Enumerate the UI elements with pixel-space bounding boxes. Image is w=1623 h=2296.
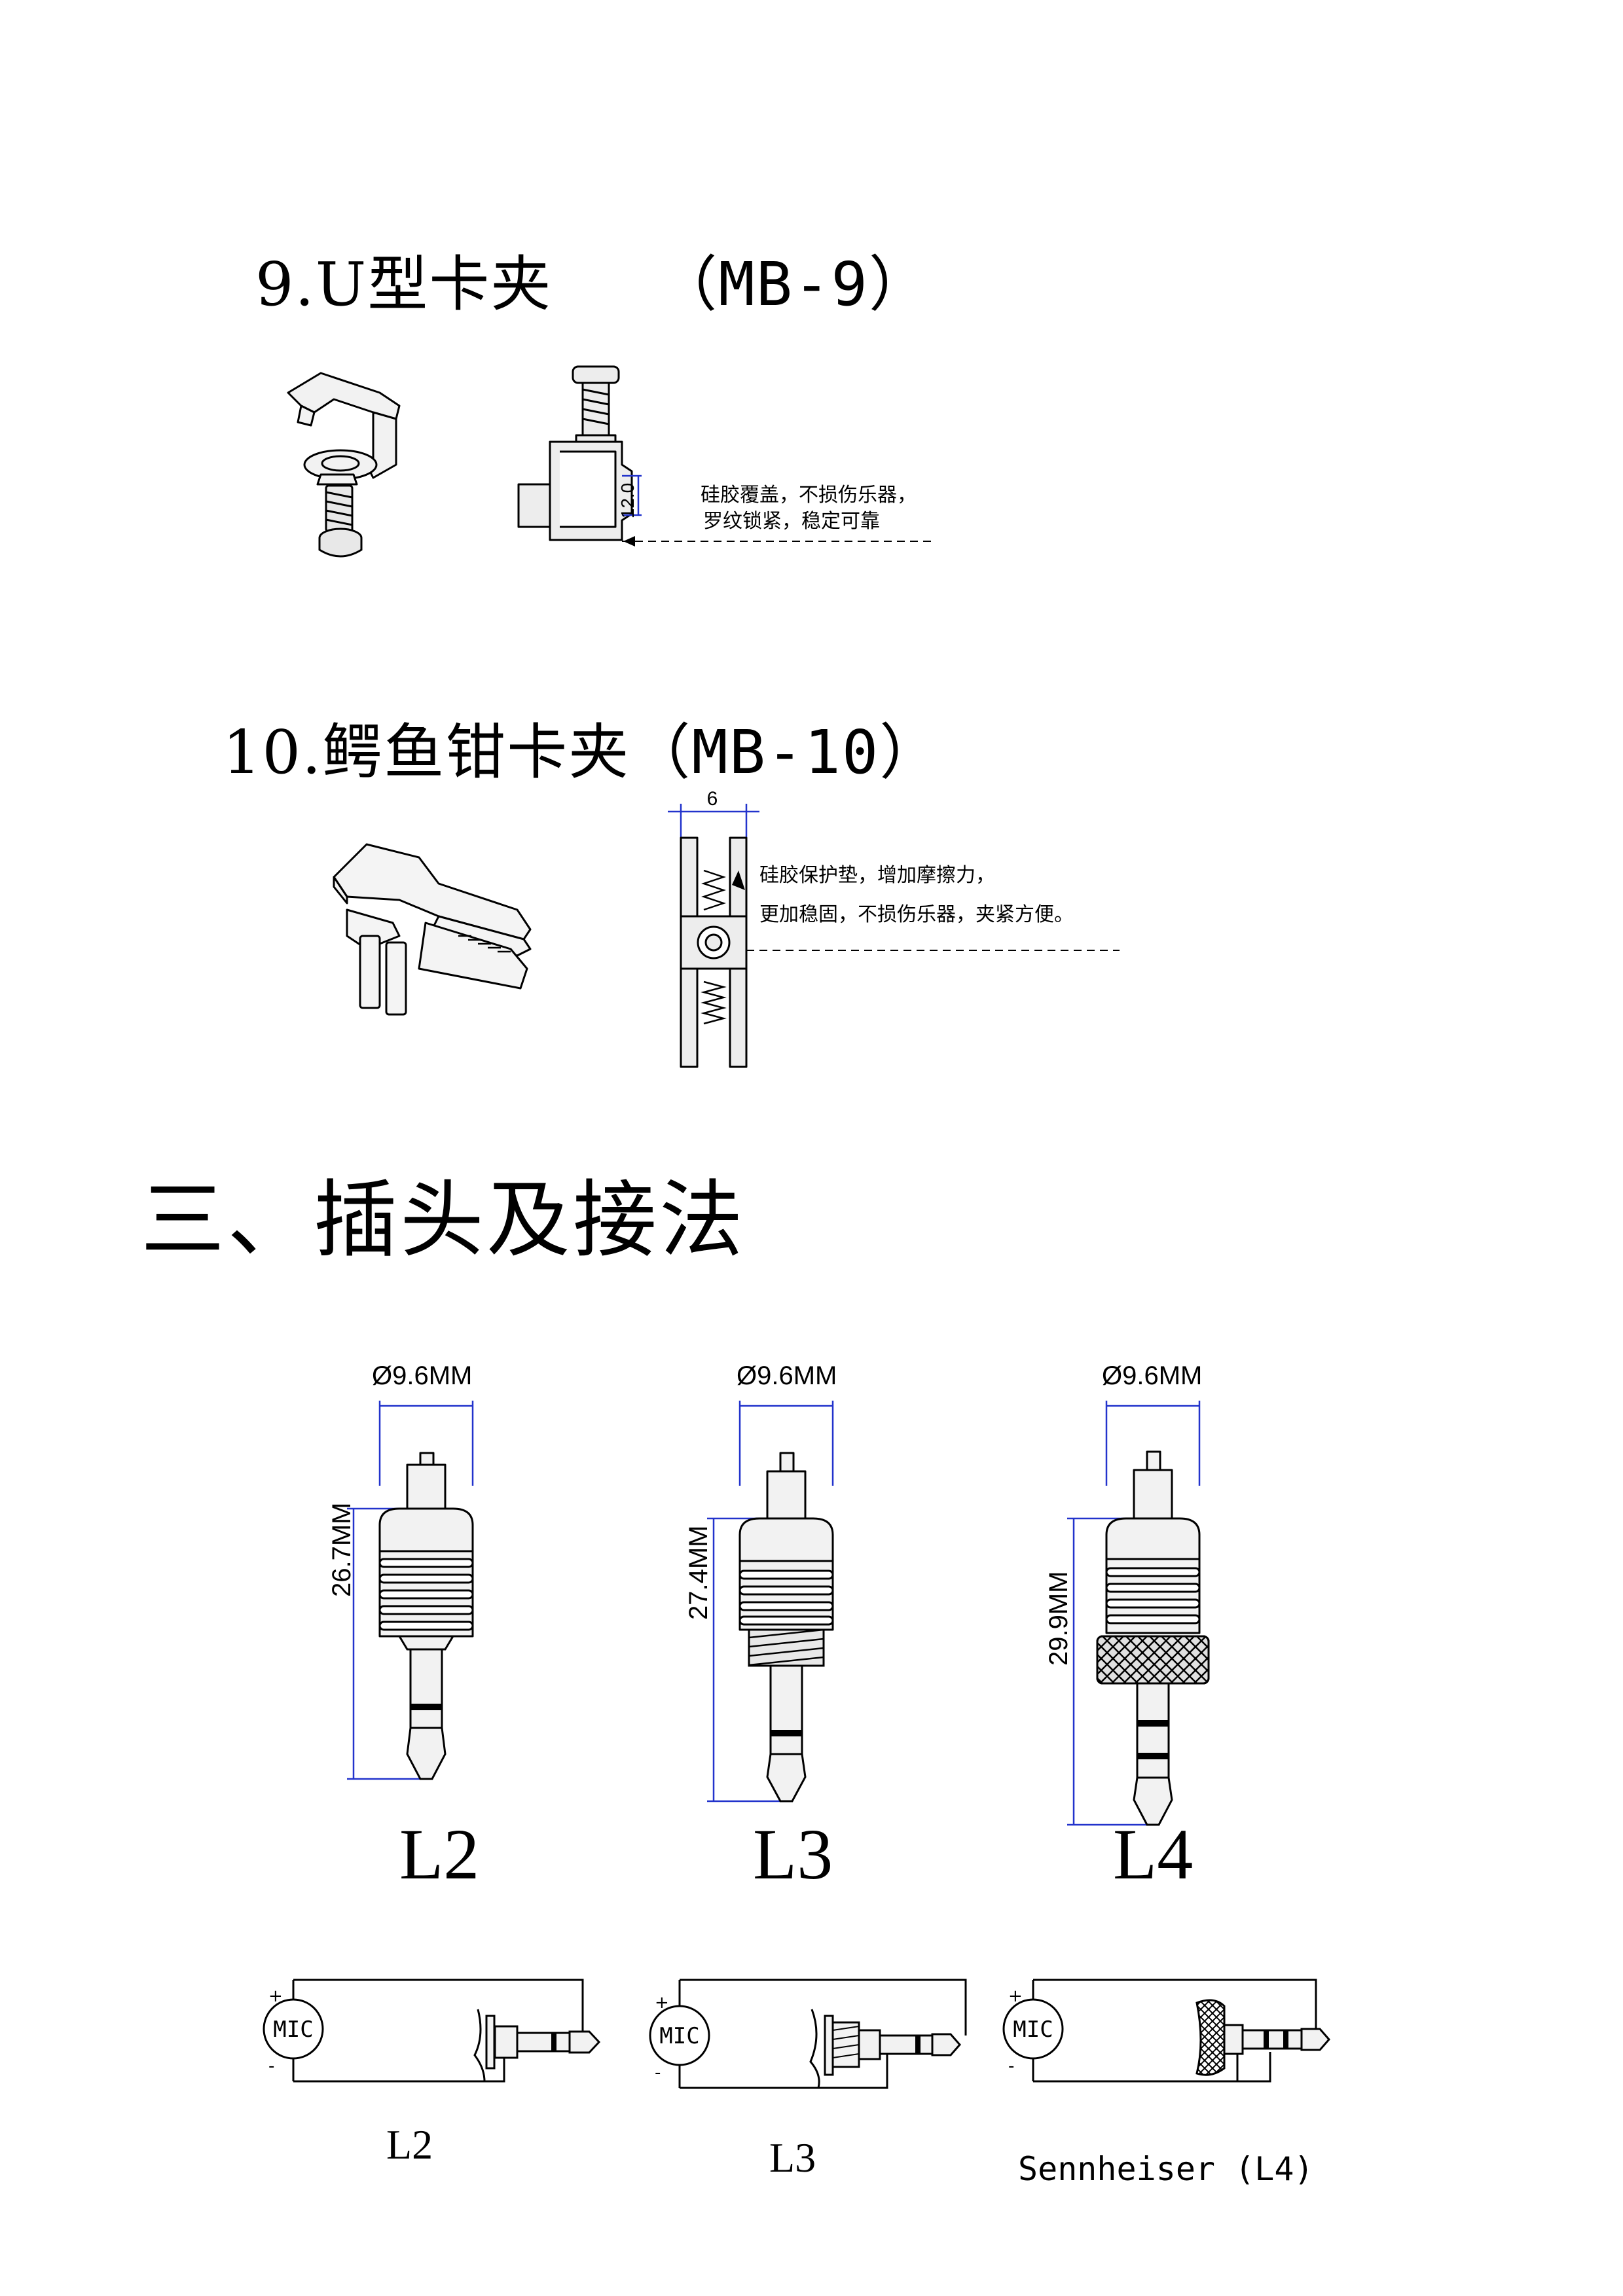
plug-l3-label: L3 [753, 1814, 833, 1894]
u-clip-note: 硅胶覆盖，不损伤乐器， 罗纹锁紧，稳定可靠 [701, 482, 917, 535]
wiring-l3-minus: - [655, 2063, 661, 2083]
wiring-diagram-l4: + - MIC [1002, 1979, 1330, 2083]
plug-l3-diameter: Ø9.6MM [737, 1361, 837, 1390]
wiring-l3-caption: L3 [769, 2134, 816, 2181]
section-9-model: （MB-9） [657, 249, 930, 319]
u-clip-note-line2: 罗纹锁紧，稳定可靠 [703, 510, 880, 533]
wiring-l4-minus: - [1008, 2056, 1014, 2076]
section-10-model: （MB-10） [630, 717, 941, 787]
alligator-clip-note: 硅胶保护垫，增加摩擦力， 更加稳固，不损伤乐器，夹紧方便。 [759, 863, 1074, 928]
u-clip-isometric-drawing [287, 372, 401, 558]
u-clip-side-drawing: 12.0 [517, 365, 936, 547]
wiring-l3-plus: + [655, 1993, 669, 2013]
alligator-clip-side-drawing: 6 [668, 788, 1120, 1068]
wiring-diagram-l2: + - MIC [263, 1979, 601, 2083]
plug-l2-diameter: Ø9.6MM [372, 1361, 473, 1390]
section-9-heading: 9.U型卡夹 （MB-9） [255, 236, 930, 323]
plug-l2-drawing [347, 1401, 474, 1780]
plug-l4-diameter: Ø9.6MM [1102, 1361, 1203, 1390]
wiring-l3-mic-label: MIC [659, 2023, 699, 2049]
u-clip-dimension: 12.0 [617, 483, 638, 519]
plug-l3-drawing [707, 1401, 834, 1803]
wiring-l4-caption: Sennheiser (L4) [1018, 2150, 1314, 2188]
wiring-l4-plus: + [1008, 1986, 1023, 2006]
wiring-l2-plus: + [268, 1986, 283, 2006]
alligator-clip-dimension: 6 [707, 788, 718, 810]
alligator-clip-note-line1: 硅胶保护垫，增加摩擦力， [759, 864, 995, 887]
plug-l4-label: L4 [1113, 1814, 1194, 1894]
wiring-l2-caption: L2 [386, 2121, 433, 2168]
section-10-heading: 10.鳄鱼钳卡夹（MB-10） [223, 704, 941, 791]
section-10-title: 10.鳄鱼钳卡夹 [223, 717, 630, 787]
wiring-l2-minus: - [268, 2056, 274, 2076]
wiring-l2-mic-label: MIC [273, 2017, 313, 2043]
section-9-title: 9.U型卡夹 [255, 249, 553, 319]
alligator-clip-isometric-drawing [333, 843, 532, 1016]
plug-l4-drawing [1067, 1401, 1210, 1826]
section-plugs-heading: 三、插头及接法 [141, 1172, 746, 1269]
u-clip-note-line1: 硅胶覆盖，不损伤乐器， [701, 484, 917, 507]
wiring-diagram-l3: + - MIC [649, 1979, 967, 2089]
alligator-clip-note-line2: 更加稳固，不损伤乐器，夹紧方便。 [759, 903, 1074, 926]
plug-l2-label: L2 [399, 1814, 480, 1894]
wiring-l4-mic-label: MIC [1013, 2017, 1053, 2043]
